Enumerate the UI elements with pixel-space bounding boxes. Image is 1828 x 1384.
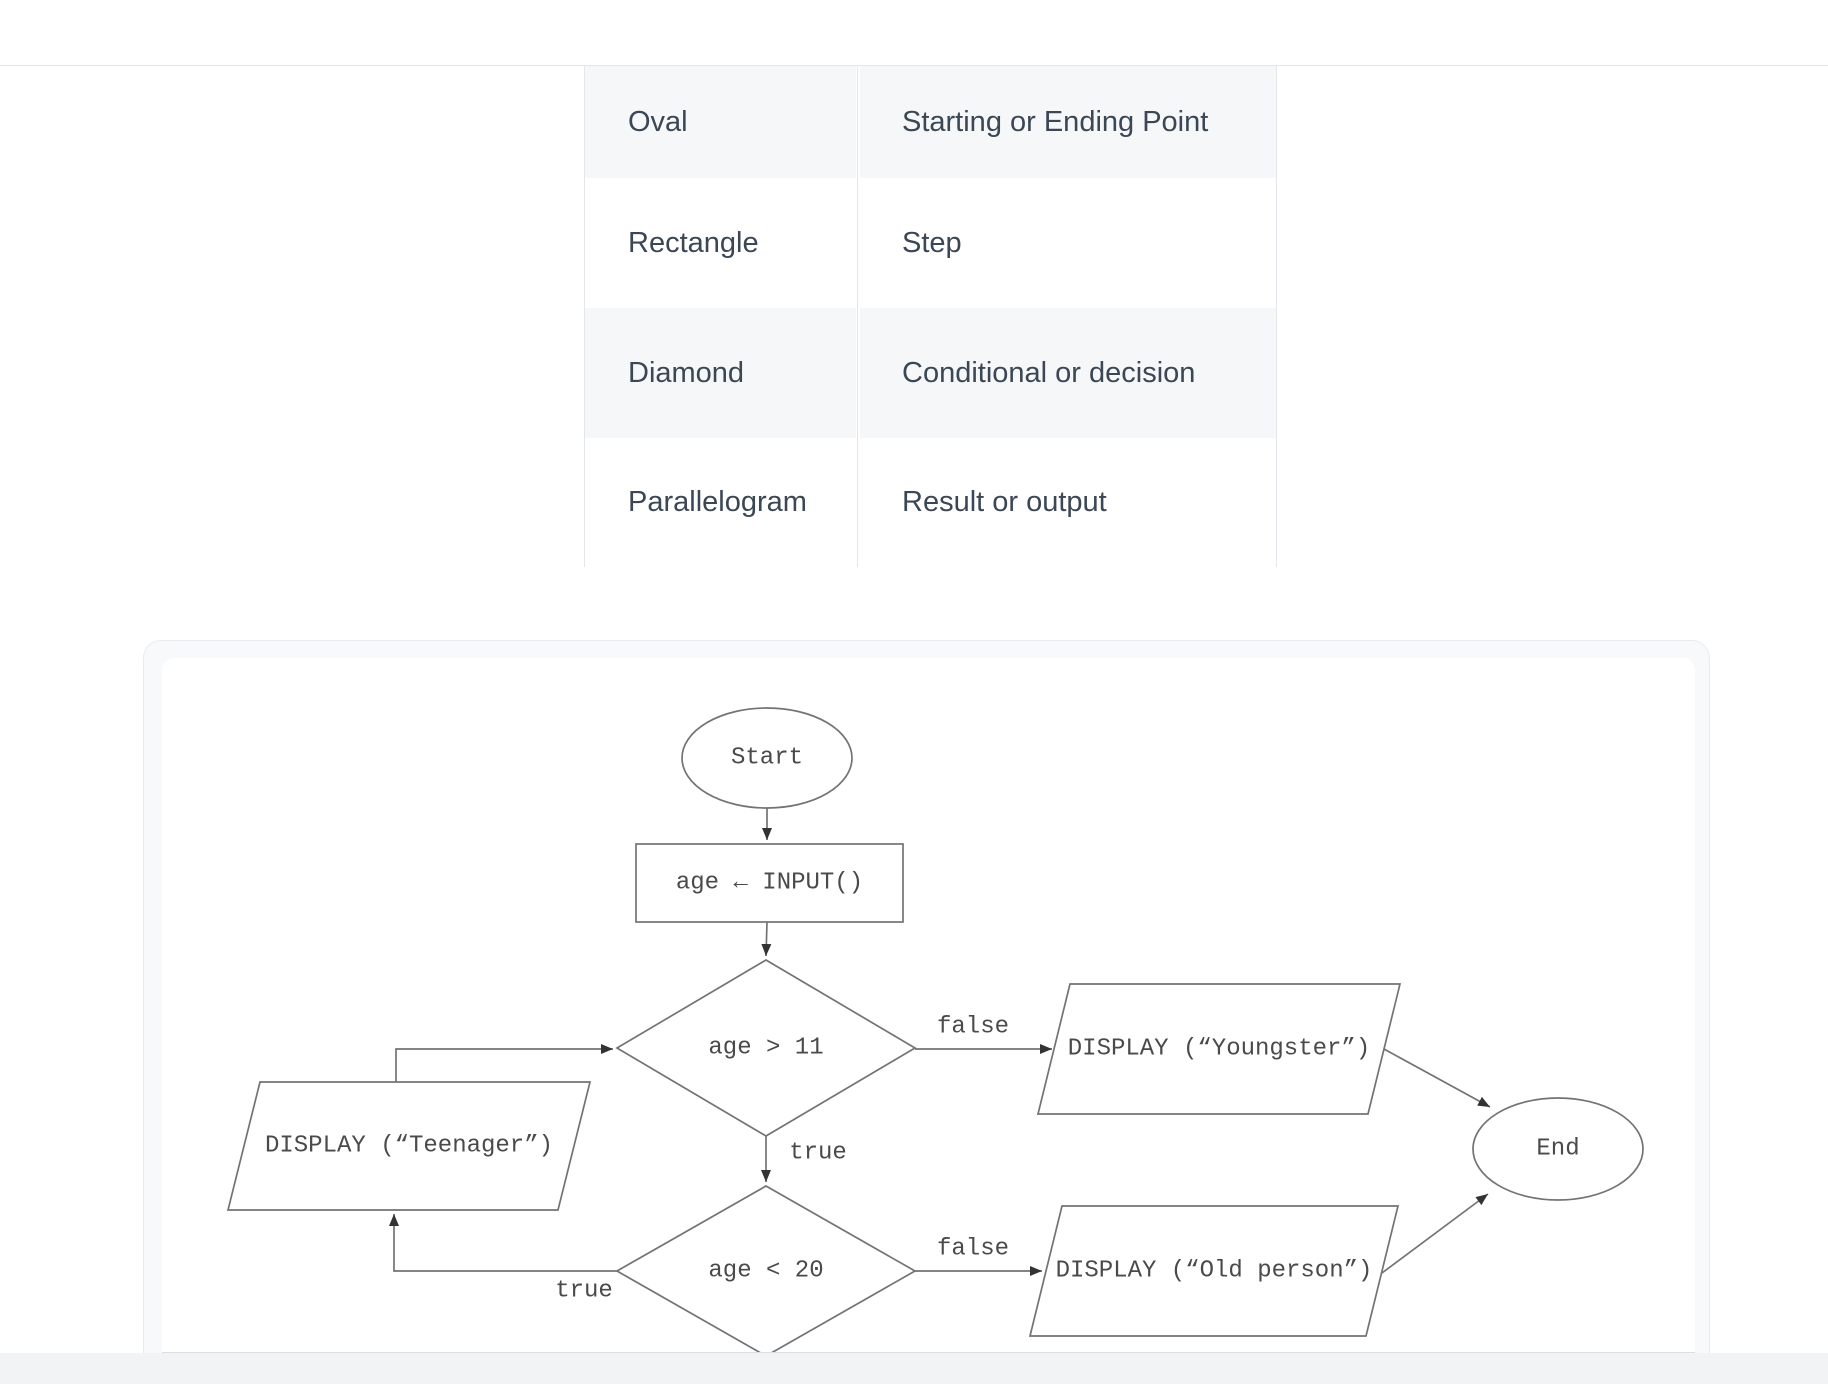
flowchart-figure-card: Start age ← INPUT() age > 11 DISPLAY (“Youn… bbox=[143, 640, 1710, 1384]
flowchart-node-input: age ← INPUT() bbox=[635, 843, 904, 923]
bottom-section-band bbox=[0, 1353, 1828, 1384]
flowchart-node-cond1: age > 11 bbox=[615, 959, 917, 1137]
flowchart-edge-oldperson-end bbox=[1381, 1193, 1489, 1274]
table-column-divider bbox=[857, 66, 858, 567]
node-label: End bbox=[1536, 1136, 1579, 1163]
edge-label-false: false bbox=[937, 1014, 1009, 1041]
flowchart-image: Start age ← INPUT() age > 11 DISPLAY (“Youn… bbox=[162, 658, 1695, 1354]
diamond-shape bbox=[615, 1185, 917, 1352]
flowchart-node-youngster: DISPLAY (“Youngster”) bbox=[1036, 983, 1402, 1115]
rectangle-shape bbox=[635, 843, 904, 923]
table-cell-shape: Rectangle bbox=[584, 178, 856, 308]
oval-shape bbox=[1472, 1097, 1644, 1201]
table-cell-shape: Oval bbox=[584, 66, 856, 178]
table-cell-meaning: Starting or Ending Point bbox=[860, 66, 1277, 178]
parallelogram-shape bbox=[226, 1081, 592, 1211]
flowchart-node-start: Start bbox=[681, 707, 853, 809]
table-cell-meaning: Step bbox=[860, 178, 1277, 308]
horizontal-divider bbox=[0, 65, 1828, 66]
node-label: DISPLAY (“Teenager”) bbox=[265, 1133, 553, 1160]
flowchart-edge-input-cond1 bbox=[761, 921, 772, 957]
node-label: DISPLAY (“Old person”) bbox=[1056, 1258, 1373, 1285]
edge-label-true: true bbox=[789, 1140, 847, 1167]
flowchart-edge-cond2-teenager bbox=[389, 1214, 617, 1272]
flowchart-edge-teenager-cond1 bbox=[395, 1044, 613, 1082]
node-label: age < 20 bbox=[708, 1258, 823, 1285]
flowchart-edge-youngster-end bbox=[1383, 1048, 1491, 1108]
node-label: Start bbox=[731, 745, 803, 772]
table-border-left bbox=[584, 66, 585, 567]
flowchart-node-cond2: age < 20 bbox=[615, 1185, 917, 1352]
flowchart-node-teenager: DISPLAY (“Teenager”) bbox=[226, 1081, 592, 1211]
node-label: age ← INPUT() bbox=[676, 870, 863, 897]
table-cell-shape: Diamond bbox=[584, 308, 856, 438]
parallelogram-shape bbox=[1036, 983, 1402, 1115]
edge-label-true: true bbox=[555, 1278, 613, 1305]
table-cell-meaning: Conditional or decision bbox=[860, 308, 1277, 438]
flowchart-node-oldperson: DISPLAY (“Old person”) bbox=[1028, 1205, 1400, 1337]
table-cell-meaning: Result or output bbox=[860, 438, 1277, 567]
node-label: DISPLAY (“Youngster”) bbox=[1068, 1036, 1370, 1063]
parallelogram-shape bbox=[1028, 1205, 1400, 1337]
table-cell-shape: Parallelogram bbox=[584, 438, 856, 567]
flowchart-svg: Start age ← INPUT() age > 11 DISPLAY (“Youn… bbox=[226, 707, 1644, 1352]
edge-label-false: false bbox=[937, 1236, 1009, 1263]
flowchart-node-end: End bbox=[1472, 1097, 1644, 1201]
table-border-right bbox=[1276, 66, 1277, 567]
node-label: age > 11 bbox=[708, 1035, 823, 1062]
